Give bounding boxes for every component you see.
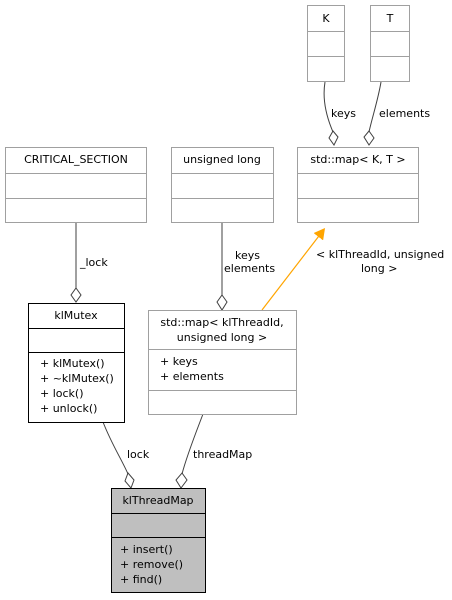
edge-thread-map	[181, 413, 204, 475]
node-unsigned-long-title: unsigned long	[183, 153, 261, 166]
node-k[interactable]: K	[307, 5, 345, 82]
node-t-title: T	[386, 12, 394, 25]
node-klmutex-method: + klMutex()	[40, 357, 105, 370]
node-k-title: K	[322, 12, 330, 25]
diamond-thread-map	[175, 472, 188, 489]
node-std-map-klthreadid-attribute: + keys	[160, 355, 198, 368]
node-klmutex-method: + ~klMutex()	[40, 372, 114, 385]
edge-label-elements-ulong: elements	[224, 262, 275, 275]
node-klmutex-title: klMutex	[54, 309, 98, 322]
edge-label-keys-k: keys	[331, 107, 356, 120]
edge-lock	[102, 421, 129, 475]
node-klmutex-method: + unlock()	[40, 402, 97, 415]
node-std-map-klthreadid-title-line1: std::map< klThreadId,	[160, 316, 283, 329]
node-klmutex[interactable]: klMutex + klMutex() + ~klMutex() + lock(…	[28, 303, 125, 423]
node-std-map-k-t[interactable]: std::map< K, T >	[297, 147, 419, 223]
edge-keys-k	[323, 81, 334, 133]
edge-label-template-args-line2: long >	[361, 262, 397, 275]
node-t[interactable]: T	[370, 5, 410, 82]
edge-label-lock-critical: _lock	[79, 256, 108, 269]
node-std-map-klthreadid[interactable]: std::map< klThreadId, unsigned long > + …	[148, 310, 297, 415]
node-klthreadmap[interactable]: klThreadMap + insert() + remove() + find…	[111, 488, 206, 593]
node-unsigned-long[interactable]: unsigned long	[171, 147, 274, 223]
edge-template-instantiation	[261, 228, 326, 311]
edge-label-template-args-line1: < klThreadId, unsigned	[316, 248, 444, 261]
edge-label-elements-t: elements	[379, 107, 430, 120]
node-critical-section-title: CRITICAL_SECTION	[24, 153, 128, 166]
edge-label-thread-map: threadMap	[193, 448, 252, 461]
node-klthreadmap-method: + insert()	[120, 543, 173, 556]
node-std-map-k-t-title: std::map< K, T >	[310, 153, 405, 166]
diamond-keys-k	[328, 130, 339, 146]
diamond-elements-t	[363, 130, 375, 146]
diamond-lock-critical	[70, 287, 82, 303]
diamond-lock	[124, 472, 135, 489]
node-klthreadmap-method: + find()	[120, 573, 162, 586]
edge-label-lock: lock	[127, 448, 150, 461]
node-klthreadmap-title: klThreadMap	[122, 494, 193, 507]
node-klmutex-method: + lock()	[40, 387, 84, 400]
diamond-keys-elements-ulong	[216, 294, 228, 311]
node-klthreadmap-method: + remove()	[120, 558, 183, 571]
node-critical-section[interactable]: CRITICAL_SECTION	[5, 147, 147, 223]
edge-label-keys-ulong: keys	[235, 249, 260, 262]
edge-elements-t	[368, 81, 382, 133]
node-std-map-klthreadid-title-line2: unsigned long >	[177, 331, 267, 344]
node-std-map-klthreadid-attribute: + elements	[160, 370, 224, 383]
